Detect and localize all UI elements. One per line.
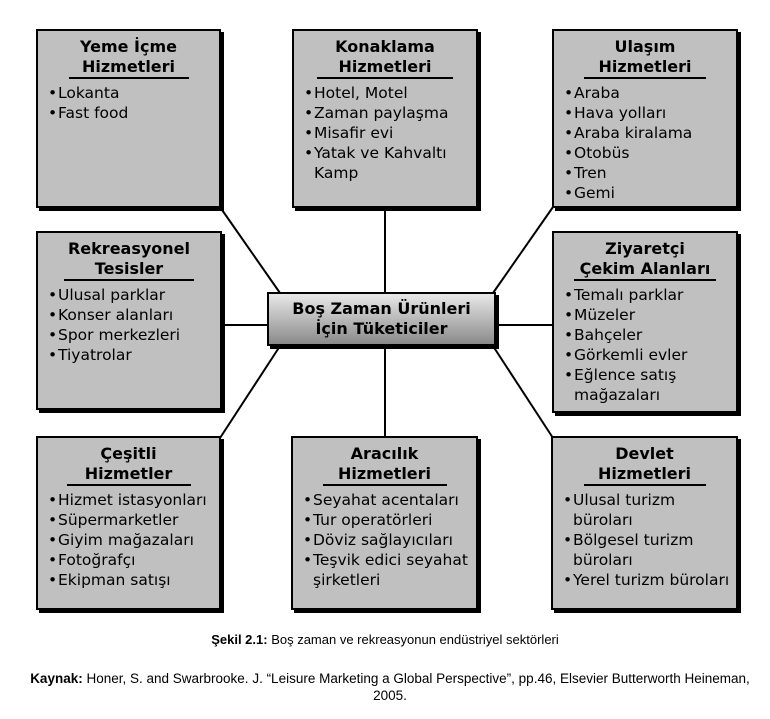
- box-intermediary-services: Aracılık Hizmetleri Seyahat acentaları T…: [291, 436, 478, 610]
- box-transport-services: Ulaşım Hizmetleri Araba Hava yolları Ara…: [552, 29, 738, 208]
- box-title: Aracılık Hizmetleri: [337, 444, 432, 483]
- box-title: Yeme İçme Hizmetleri: [79, 37, 178, 76]
- title-underline: [68, 77, 189, 79]
- list-item: Fotoğrafçı: [48, 550, 219, 570]
- box-title: Rekreasyonel Tesisler: [67, 239, 191, 278]
- list-item: Teşvik edici seyahat şirketleri: [303, 550, 476, 590]
- list-item: Bölgesel turizm büroları: [563, 530, 736, 570]
- box-title: Ulaşım Hizmetleri: [598, 37, 692, 76]
- title-underline: [583, 484, 706, 486]
- title-underline: [66, 484, 191, 486]
- list-item: Süpermarketler: [48, 510, 219, 530]
- caption-text: Boş zaman ve rekreasyonun endüstriyel se…: [267, 632, 559, 647]
- box-government-services: Devlet Hizmetleri Ulusal turizm büroları…: [551, 436, 738, 610]
- caption-label: Şekil 2.1:: [211, 632, 268, 647]
- list-item: Ekipman satışı: [48, 570, 219, 590]
- connector-line: [219, 206, 281, 294]
- list-item: Otobüs: [564, 143, 736, 163]
- list-item: Zaman paylaşma: [304, 103, 476, 123]
- item-list: Ulusal parklar Konser alanları Spor merk…: [38, 285, 220, 365]
- list-item: Ulusal parklar: [48, 285, 220, 305]
- item-list: Ulusal turizm büroları Bölgesel turizm b…: [553, 490, 736, 590]
- box-title: Çeşitli Hizmetler: [84, 444, 173, 483]
- box-visitor-attractions: Ziyaretçi Çekim Alanları Temalı parklar …: [552, 231, 738, 413]
- box-recreational-facilities: Rekreasyonel Tesisler Ulusal parklar Kon…: [36, 231, 222, 410]
- list-item: Yerel turizm büroları: [563, 570, 736, 590]
- list-item: Hotel, Motel: [304, 83, 476, 103]
- source-citation: Kaynak: Honer, S. and Swarbrooke. J. “Le…: [20, 670, 760, 704]
- center-line-2: İçin Tüketiciler: [315, 319, 448, 338]
- item-list: Hotel, Motel Zaman paylaşma Misafir evi …: [294, 83, 476, 183]
- source-text: Honer, S. and Swarbrooke. J. “Leisure Ma…: [82, 671, 750, 703]
- box-various-services: Çeşitli Hizmetler Hizmet istasyonları Sü…: [36, 436, 221, 610]
- item-list: Araba Hava yolları Araba kiralama Otobüs…: [554, 83, 736, 203]
- list-item: Tren: [564, 163, 736, 183]
- center-consumers-box: Boş Zaman Ürünleri İçin Tüketiciler: [267, 292, 496, 346]
- title-underline: [584, 77, 706, 79]
- list-item: Temalı parklar: [564, 285, 736, 305]
- connector-line: [219, 345, 281, 439]
- list-item: Ulusal turizm büroları: [563, 490, 736, 530]
- title-underline: [317, 77, 453, 79]
- box-title: Ziyaretçi Çekim Alanları: [579, 239, 711, 278]
- list-item: Giyim mağazaları: [48, 530, 219, 550]
- figure-caption: Şekil 2.1: Boş zaman ve rekreasyonun end…: [0, 632, 770, 647]
- list-item: Seyahat acentaları: [303, 490, 476, 510]
- list-item: Gemi: [564, 183, 736, 203]
- box-title: Konaklama Hizmetleri: [335, 37, 435, 76]
- item-list: Lokanta Fast food: [38, 83, 219, 123]
- list-item: Yatak ve Kahvaltı Kamp: [304, 143, 476, 183]
- list-item: Eğlence satış mağazaları: [564, 365, 736, 405]
- list-item: Döviz sağlayıcıları: [303, 530, 476, 550]
- item-list: Temalı parklar Müzeler Bahçeler Görkemli…: [554, 285, 736, 405]
- list-item: Bahçeler: [564, 325, 736, 345]
- connector-line: [492, 206, 554, 294]
- list-item: Konser alanları: [48, 305, 220, 325]
- list-item: Araba: [564, 83, 736, 103]
- list-item: Fast food: [48, 103, 219, 123]
- list-item: Lokanta: [48, 83, 219, 103]
- box-accommodation-services: Konaklama Hizmetleri Hotel, Motel Zaman …: [292, 29, 478, 208]
- title-underline: [574, 279, 716, 281]
- list-item: Tur operatörleri: [303, 510, 476, 530]
- box-food-services: Yeme İçme Hizmetleri Lokanta Fast food: [36, 29, 221, 208]
- source-label: Kaynak:: [30, 671, 83, 686]
- title-underline: [64, 279, 194, 281]
- list-item: Görkemli evler: [564, 345, 736, 365]
- list-item: Spor merkezleri: [48, 325, 220, 345]
- list-item: Tiyatrolar: [48, 345, 220, 365]
- list-item: Hizmet istasyonları: [48, 490, 219, 510]
- connector-line: [492, 345, 554, 439]
- center-line-1: Boş Zaman Ürünleri: [292, 299, 471, 318]
- list-item: Misafir evi: [304, 123, 476, 143]
- box-title: Devlet Hizmetleri: [597, 444, 692, 483]
- title-underline: [322, 484, 447, 486]
- list-item: Müzeler: [564, 305, 736, 325]
- list-item: Araba kiralama: [564, 123, 736, 143]
- item-list: Hizmet istasyonları Süpermarketler Giyim…: [38, 490, 219, 590]
- list-item: Hava yolları: [564, 103, 736, 123]
- item-list: Seyahat acentaları Tur operatörleri Dövi…: [293, 490, 476, 590]
